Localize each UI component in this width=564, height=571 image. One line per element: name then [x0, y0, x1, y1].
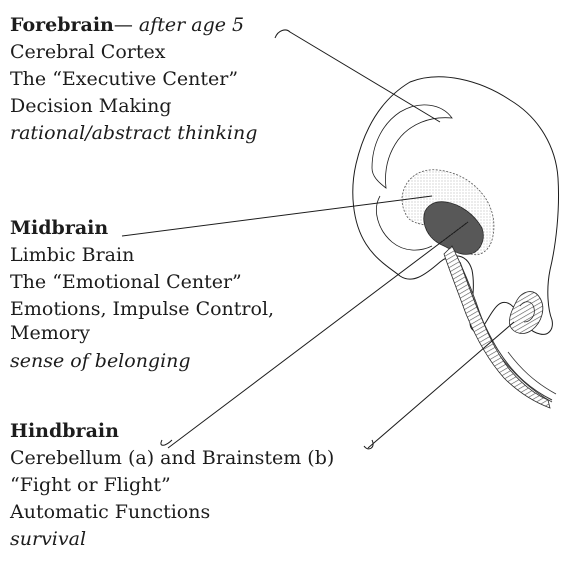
forebrain-dash: — [114, 14, 133, 36]
midbrain-section: Midbrain Limbic Brain The “Emotional Cen… [10, 215, 274, 375]
forebrain-heading: Forebrain [10, 14, 114, 36]
midbrain-line: Emotions, Impulse Control, [10, 296, 274, 323]
forebrain-line: Cerebral Cortex [10, 39, 257, 66]
midbrain-line: Memory [10, 323, 274, 344]
hindbrain-section: Hindbrain Cerebellum (a) and Brainstem (… [10, 418, 334, 553]
midbrain-line: Limbic Brain [10, 242, 274, 269]
forebrain-line: The “Executive Center” [10, 66, 257, 93]
hindbrain-line: Cerebellum (a) and Brainstem (b) [10, 445, 334, 472]
forebrain-heading-line: Forebrain— after age 5 [10, 12, 257, 39]
forebrain-leader-line [275, 30, 440, 122]
forebrain-section: Forebrain— after age 5 Cerebral Cortex T… [10, 12, 257, 147]
forebrain-italic-line: rational/abstract thinking [10, 120, 257, 147]
hindbrain-line: “Fight or Flight” [10, 472, 334, 499]
brainstem-leader-line [368, 322, 514, 448]
midbrain-line: The “Emotional Center” [10, 269, 274, 296]
hindbrain-italic-line: survival [10, 526, 334, 553]
hindbrain-heading: Hindbrain [10, 418, 334, 445]
forebrain-subtitle: after age 5 [139, 14, 244, 36]
midbrain-heading: Midbrain [10, 215, 274, 242]
brain-sagittal-illustration [353, 77, 559, 408]
hindbrain-line: Automatic Functions [10, 499, 334, 526]
cerebellum [509, 292, 542, 334]
midbrain-italic-line: sense of belonging [10, 348, 274, 375]
forebrain-line: Decision Making [10, 93, 257, 120]
